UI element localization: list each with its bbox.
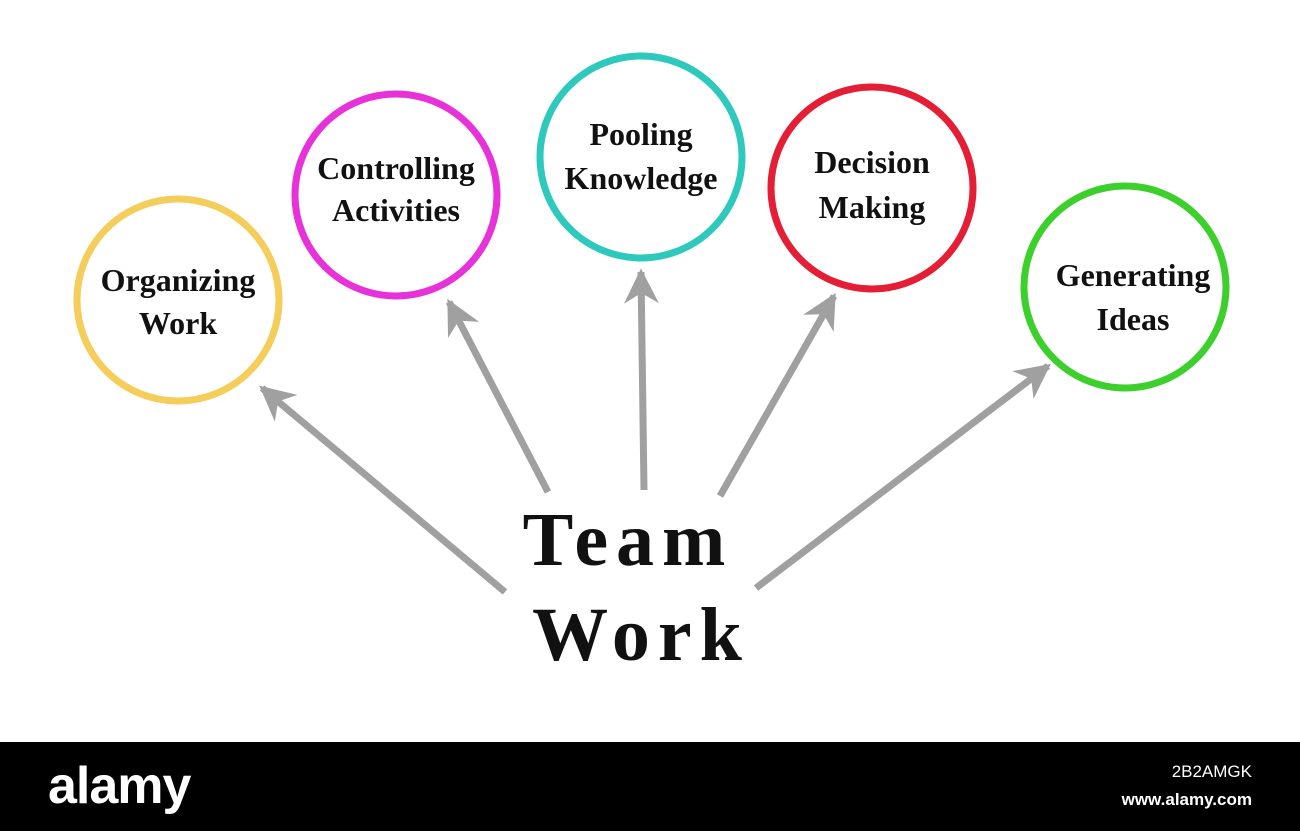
node-label-line1: Decision [814,144,930,180]
node-label-line2: Work [139,305,217,341]
node-label-line1: Organizing [101,262,256,298]
node-circle-organizing-work [73,195,283,405]
node-circle-decision-making [767,83,977,293]
team-work-diagram: Organizing Work Controlling Activities P… [73,52,1230,677]
arrow-to-decision-making [716,292,838,498]
center-title-line2: Work [532,593,750,677]
center-title: Team Work [523,498,750,677]
node-label-line2: Making [819,189,926,225]
node-organizing-work: Organizing Work [73,195,283,405]
arrow-to-generating-ideas [753,363,1051,591]
node-generating-ideas: Generating Ideas [1020,182,1230,392]
arrow-to-pooling-knowledge [623,268,659,491]
site-url-label: www.alamy.com [1121,790,1252,809]
arrow-to-organizing-work [259,385,508,595]
node-label-line2: Activities [332,192,460,228]
node-circle-controlling-activities [291,90,501,300]
node-label-line1: Controlling [317,150,475,186]
node-circle-pooling-knowledge [536,52,746,262]
node-pooling-knowledge: Pooling Knowledge [536,52,746,262]
node-controlling-activities: Controlling Activities [291,90,501,300]
node-label-line1: Pooling [589,116,692,152]
watermark-footer: alamy 2B2AMGK www.alamy.com [0,742,1300,831]
node-decision-making: Decision Making [767,83,977,293]
arrows [259,268,1051,595]
image-id-label: 2B2AMGK [1171,762,1252,781]
node-label-line2: Ideas [1097,301,1170,337]
node-label-line2: Knowledge [565,160,718,196]
node-label-line1: Generating [1056,257,1211,293]
arrow-to-controlling-activities [445,298,552,494]
node-circle-generating-ideas [1020,182,1230,392]
brand-logo: alamy [48,757,191,815]
center-title-line1: Team [523,498,734,582]
